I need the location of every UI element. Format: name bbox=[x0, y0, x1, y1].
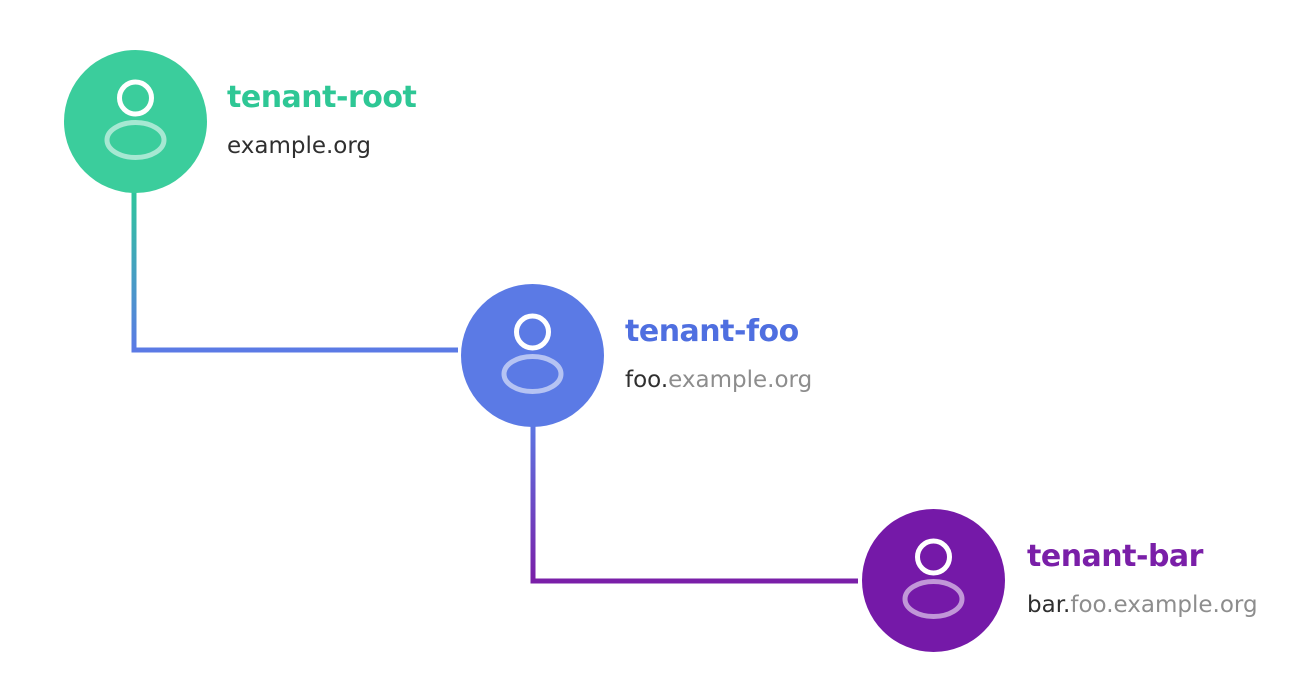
tenant-foo-avatar bbox=[460, 283, 604, 427]
tenant-domain: foo.example.org bbox=[625, 368, 812, 392]
tenant-name: tenant-bar bbox=[1027, 539, 1203, 574]
tenant-bar-labels: tenant-bar bar.foo.example.org bbox=[1027, 539, 1258, 618]
tenant-domain-primary: foo. bbox=[625, 367, 669, 393]
tenant-root-avatar bbox=[63, 49, 207, 193]
connector-line-foo-bar bbox=[530, 420, 858, 584]
tenant-domain: example.org bbox=[227, 134, 416, 158]
user-icon bbox=[902, 538, 964, 619]
tenant-root-labels: tenant-root example.org bbox=[227, 80, 417, 159]
tenant-domain-muted: example.org bbox=[668, 367, 813, 393]
tenant-domain-primary: example.org bbox=[227, 133, 372, 159]
tenant-domain-muted: foo.example.org bbox=[1070, 592, 1258, 618]
tenant-bar-avatar bbox=[861, 508, 1005, 652]
user-icon bbox=[501, 313, 563, 394]
tenant-name: tenant-root bbox=[227, 80, 417, 115]
tenant-domain-primary: bar. bbox=[1027, 592, 1071, 618]
tenant-name: tenant-foo bbox=[625, 314, 799, 349]
tenant-foo-labels: tenant-foo foo.example.org bbox=[625, 314, 812, 393]
tenant-domain: bar.foo.example.org bbox=[1027, 593, 1258, 617]
user-icon bbox=[104, 79, 166, 160]
connector-line-root-foo bbox=[131, 188, 458, 353]
